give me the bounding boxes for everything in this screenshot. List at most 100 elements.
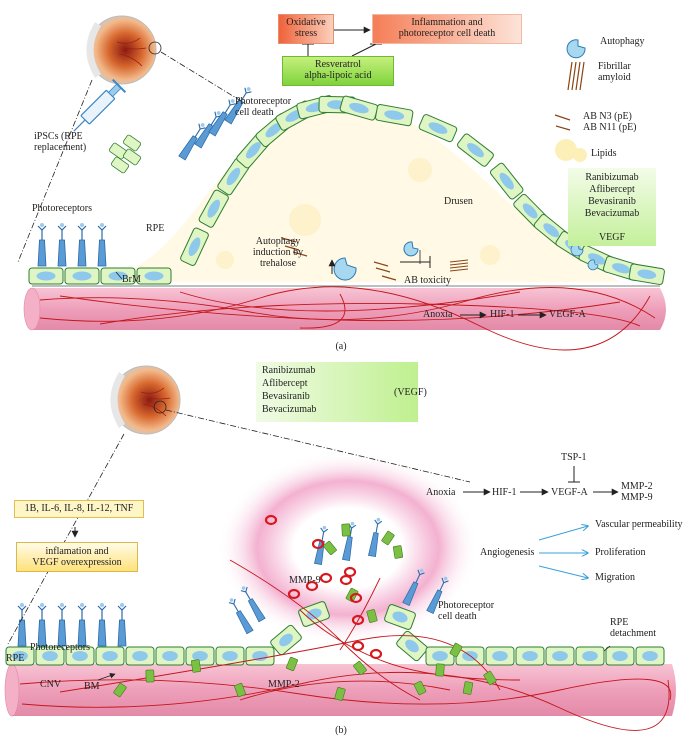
vegf-particle <box>286 656 298 672</box>
ipsc-label: iPSCs (RPE replacement) <box>34 131 87 153</box>
rpe-cell <box>136 267 172 285</box>
photoreceptor-cell <box>37 603 47 647</box>
anti-vegf-box-a <box>568 168 656 246</box>
panel-a-caption: (a) <box>335 341 347 352</box>
autophagy-induction-label: Autophagy induction by trehalose <box>252 236 304 269</box>
photoreceptor-cell <box>228 598 254 635</box>
fibrillar-amyloid-icon <box>567 61 585 91</box>
photoreceptor-cell <box>342 521 357 562</box>
rpe-cell <box>635 646 665 666</box>
rpe-label-a: RPE <box>146 223 165 234</box>
autophagy-vesicle-small-icon <box>403 241 419 257</box>
cytokines-box <box>14 500 144 518</box>
rpe-cell <box>457 133 494 167</box>
photoreceptor-death-label-a: Photoreceptor cell death <box>235 96 292 118</box>
vegfa-label-b: VEGF-A <box>551 487 588 498</box>
rpe-cell <box>100 267 136 285</box>
vegf-particle <box>462 681 474 695</box>
rpe-cell <box>65 646 95 666</box>
mmp9-label: MMP-9 <box>289 575 321 586</box>
vegf-particle <box>449 642 463 658</box>
photoreceptor-cell <box>97 223 107 267</box>
rpe-cell <box>215 646 245 666</box>
ab-icon <box>554 114 571 131</box>
autophagy-vesicle-icon <box>333 257 357 281</box>
photoreceptor-cell <box>17 603 27 647</box>
rpe-cell <box>489 162 524 200</box>
anti-vegf-drug: Aflibercept <box>589 184 635 195</box>
rpe-cell <box>605 646 635 666</box>
rpe-cell <box>125 646 155 666</box>
rpe-cell <box>185 646 215 666</box>
rpe-cell <box>396 630 428 662</box>
panel-b-caption: (b) <box>335 725 347 736</box>
choroid-a <box>26 288 666 330</box>
red-blood-cell <box>339 574 353 586</box>
lipids-icon <box>555 139 587 162</box>
anti-vegf-drug: Ranibizumab <box>262 365 316 376</box>
rpe-cell <box>425 646 455 666</box>
inflammation-label-b: inflamation and VEGF overexpression <box>32 546 122 568</box>
ab-fragments <box>281 237 397 281</box>
vegf-particle <box>353 660 367 676</box>
photoreceptor-cell <box>77 603 87 647</box>
photoreceptor-cell <box>240 586 266 623</box>
hif1-label-b: HIF-1 <box>492 487 517 498</box>
blood-vessel <box>229 559 421 701</box>
blood-vessel <box>99 302 641 327</box>
rpe-cell <box>180 227 209 266</box>
vegfa-label-a: VEGF-A <box>549 309 586 320</box>
photoreceptor-cell <box>117 603 127 647</box>
rpe-cell <box>628 263 665 285</box>
blood-vessel <box>39 287 656 321</box>
red-blood-cell <box>264 514 278 526</box>
rpe-cell <box>28 267 64 285</box>
photoreceptor-cell <box>77 223 87 267</box>
vegf-particle <box>413 680 427 696</box>
rpe-layer-a <box>28 95 665 285</box>
mmp2-label: MMP-2 <box>268 679 300 690</box>
blood-vessel <box>299 293 346 329</box>
photoreceptor-group-b <box>17 517 449 647</box>
eye-icon <box>86 15 157 85</box>
rpe-cell <box>418 114 458 143</box>
anti-vegf-drug: Bevacizumab <box>584 208 640 219</box>
vegf-particle <box>234 682 246 698</box>
ab-toxicity-label: AB toxicity <box>404 275 451 286</box>
rpe-cell <box>545 646 575 666</box>
oxidative-stress-box <box>278 14 334 44</box>
rpe-cell <box>270 624 302 656</box>
cytokines-label: 1B, IL-6, IL-8, IL-12, TNF <box>24 503 134 514</box>
antioxidant-box <box>282 56 394 86</box>
drusen-label: Drusen <box>444 196 473 207</box>
photoreceptor-cell <box>426 576 449 615</box>
vegf-particle <box>392 545 404 559</box>
blood-vessel <box>59 635 501 693</box>
inflammation-box <box>372 14 522 44</box>
inflammation-box-b <box>16 542 138 572</box>
red-blood-cell <box>319 572 333 584</box>
antioxidant-label: Resveratrol alpha-lipoic acid <box>304 59 372 81</box>
syringe-icon <box>73 78 127 132</box>
vegf-particle <box>435 663 445 677</box>
legend-lipids-label: Lipids <box>591 148 617 159</box>
red-blood-cell <box>351 640 365 652</box>
photoreceptors-label-b: Photoreceptors <box>30 642 90 653</box>
photoreceptor-cell <box>178 123 206 161</box>
vegf-particle <box>145 669 155 683</box>
rpe-detachment-label: RPE detachment <box>610 617 657 639</box>
ipsc-cells <box>108 134 142 174</box>
red-blood-cell <box>311 538 325 550</box>
anoxia-label-b: Anoxia <box>426 487 456 498</box>
blood-vessel <box>299 609 521 681</box>
photoreceptor-cell <box>208 99 236 137</box>
vegf-particle <box>113 682 127 698</box>
photoreceptor-cell <box>97 603 107 647</box>
vegf-particle <box>334 687 346 701</box>
rpe-cell <box>5 646 35 666</box>
legend-ab-label: AB N3 (pE) AB N11 (pE) <box>583 111 637 133</box>
photoreceptor-death-label-b: Photoreceptor cell death <box>438 600 495 622</box>
vegf-particle <box>483 670 497 686</box>
rpe-cell <box>35 646 65 666</box>
